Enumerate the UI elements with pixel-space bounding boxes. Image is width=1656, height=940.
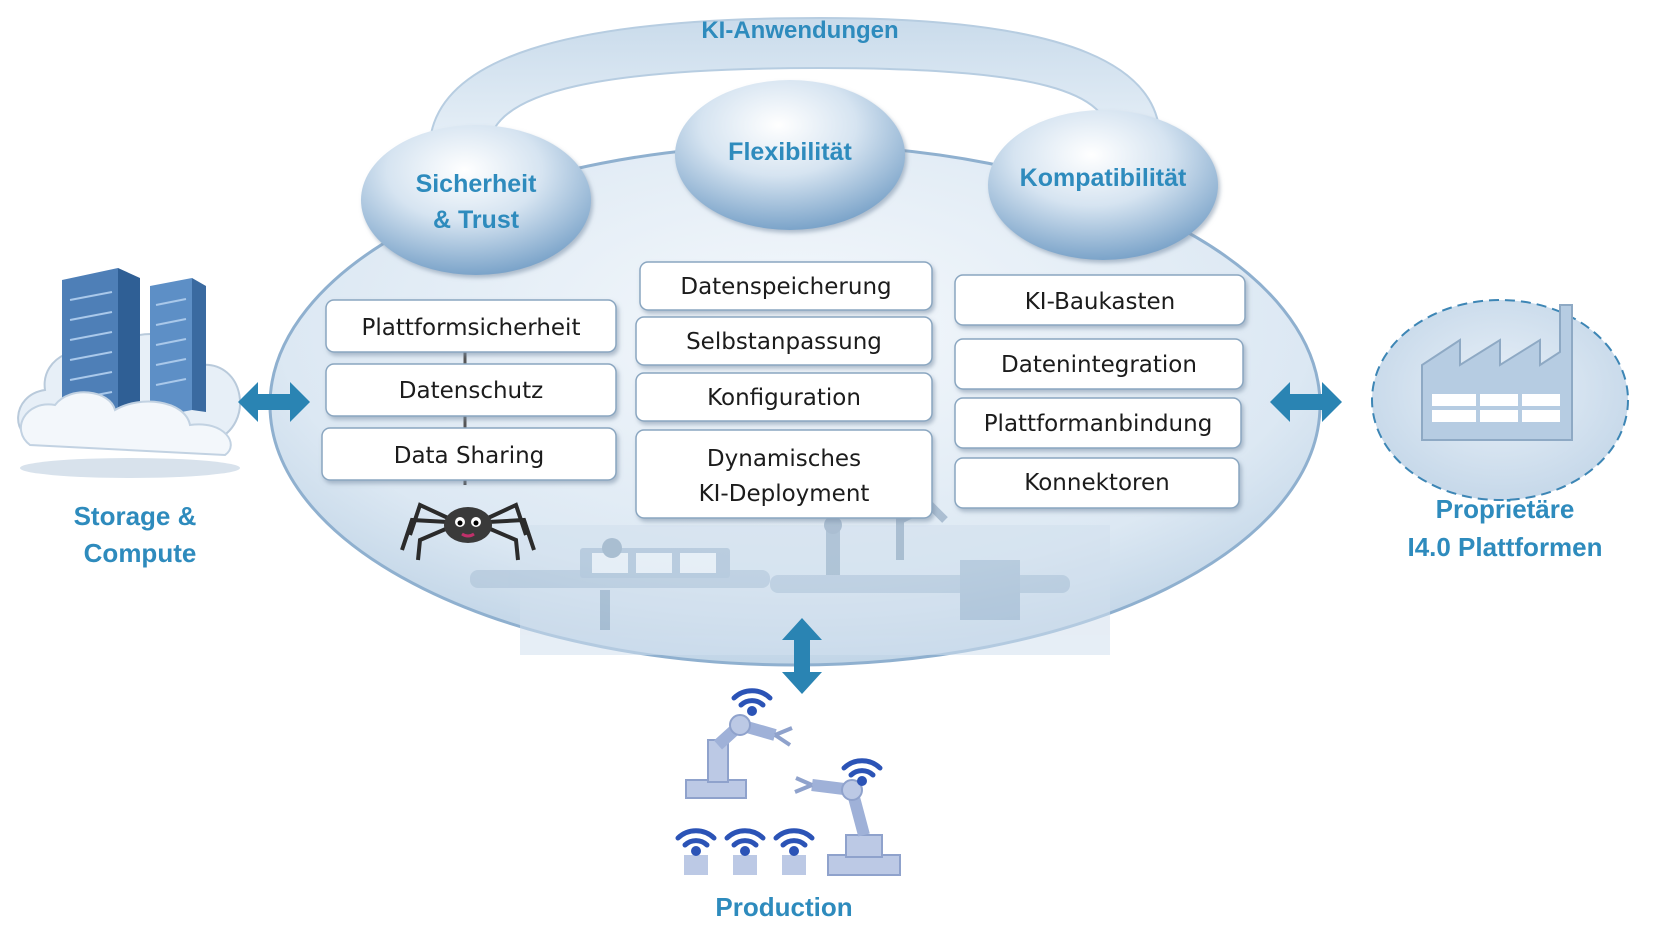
- storage-label-line1: Storage &: [74, 501, 197, 531]
- box-ki-baukasten: KI-Baukasten: [954, 274, 1246, 326]
- server-cloud-icon: [17, 268, 241, 478]
- box-dynamisches-ki-deployment: Dynamisches KI-Deployment: [635, 429, 933, 519]
- double-arrow-icon: [1270, 382, 1342, 422]
- box-datenspeicherung: Datenspeicherung: [639, 261, 933, 311]
- proprietary-label-line1: Proprietäre: [1436, 494, 1575, 524]
- box-datenintegration-label: Datenintegration: [1001, 352, 1197, 378]
- middle-column: Datenspeicherung Selbstanpassung Konfigu…: [635, 261, 933, 519]
- bubble-flexibility-label: Flexibilität: [728, 138, 852, 166]
- box-konnektoren: Konnektoren: [954, 457, 1240, 509]
- bubble-flexibility: Flexibilität: [675, 80, 905, 230]
- box-plattformanbindung-label: Plattformanbindung: [984, 411, 1213, 437]
- box-selbstanpassung-label: Selbstanpassung: [686, 329, 882, 355]
- bubble-security: Sicherheit & Trust: [361, 125, 591, 275]
- wifi-icon: [675, 688, 883, 856]
- right-column: KI-Baukasten Datenintegration Plattforma…: [954, 274, 1246, 509]
- robot-arm-icon: [794, 776, 901, 876]
- left-column: Plattformsicherheit Datenschutz Data Sha…: [321, 299, 617, 481]
- factory-icon: [1371, 299, 1629, 501]
- box-data-sharing-label: Data Sharing: [394, 443, 545, 469]
- box-konnektoren-label: Konnektoren: [1024, 470, 1169, 496]
- proprietary-label-line2: I4.0 Plattformen: [1407, 532, 1602, 562]
- box-plattformsicherheit-label: Plattformsicherheit: [362, 315, 581, 341]
- box-plattformanbindung: Plattformanbindung: [954, 397, 1242, 449]
- bubble-security-line1: Sicherheit: [416, 170, 538, 198]
- bubble-compatibility: Kompatibilität: [988, 110, 1218, 260]
- box-ki-baukasten-label: KI-Baukasten: [1025, 289, 1176, 315]
- box-dynamisches-line1: Dynamisches: [707, 446, 861, 472]
- ki-anwendungen-label: KI-Anwendungen: [701, 17, 898, 44]
- bubble-security-line2: & Trust: [433, 206, 520, 234]
- box-datenschutz-label: Datenschutz: [399, 378, 543, 404]
- storage-label-line2: Compute: [84, 538, 197, 568]
- bubble-compatibility-label: Kompatibilität: [1020, 164, 1187, 192]
- box-dynamisches-line2: KI-Deployment: [699, 481, 870, 507]
- box-konfiguration-label: Konfiguration: [707, 385, 861, 411]
- production-blocks: [684, 855, 806, 875]
- box-data-sharing: Data Sharing: [321, 427, 617, 481]
- box-datenintegration: Datenintegration: [954, 338, 1244, 390]
- box-plattformsicherheit: Plattformsicherheit: [325, 299, 617, 353]
- box-selbstanpassung: Selbstanpassung: [635, 316, 933, 366]
- box-datenspeicherung-label: Datenspeicherung: [680, 274, 891, 300]
- double-arrow-icon: [238, 382, 310, 422]
- factory-scene: [470, 500, 1110, 655]
- production-label: Production: [715, 892, 852, 922]
- box-konfiguration: Konfiguration: [635, 372, 933, 422]
- spider-icon: [400, 502, 536, 561]
- double-arrow-icon: [782, 618, 822, 694]
- robot-arm-icon: [685, 714, 793, 799]
- box-datenschutz: Datenschutz: [325, 363, 617, 417]
